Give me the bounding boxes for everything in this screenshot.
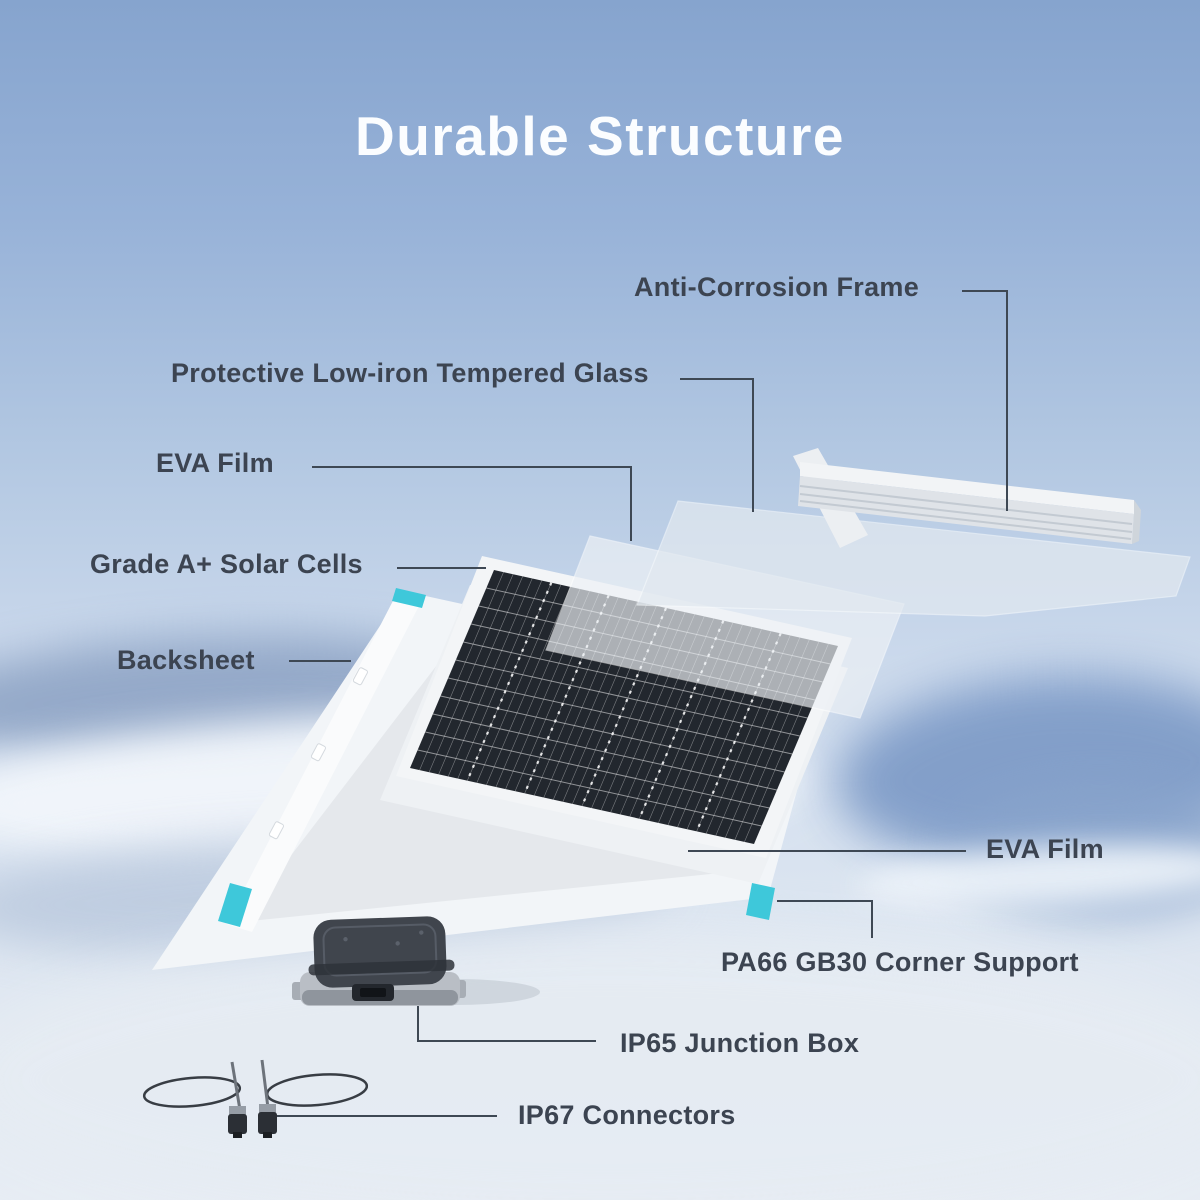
connector-cables-image <box>142 1059 369 1138</box>
label-backsheet: Backsheet <box>117 645 255 675</box>
leader-eva-film-top <box>312 466 632 541</box>
label-eva-film-bottom: EVA Film <box>986 834 1104 864</box>
junction-box-image <box>292 916 466 1006</box>
label-tempered-glass: Protective Low-iron Tempered Glass <box>171 358 649 388</box>
corner-support-accent-right <box>746 883 775 920</box>
corner-support-accent-left <box>218 883 252 927</box>
leader-lines <box>277 290 1008 1117</box>
leader-anti-corrosion-frame <box>962 290 1008 511</box>
connector-plug-right <box>258 1104 277 1138</box>
label-eva-film-top: EVA Film <box>156 448 274 478</box>
connector-plug-left <box>228 1106 247 1138</box>
leader-corner-support <box>777 900 873 938</box>
label-anti-corrosion-frame: Anti-Corrosion Frame <box>634 272 920 302</box>
corner-support-accent-top <box>392 588 426 608</box>
label-corner-support: PA66 GB30 Corner Support <box>721 947 1079 977</box>
leader-junction-box <box>417 1006 596 1042</box>
label-solar-cells: Grade A+ Solar Cells <box>90 549 363 579</box>
leader-tempered-glass <box>680 378 754 512</box>
page-title: Durable Structure <box>354 105 846 167</box>
tempered-glass-layer <box>636 500 1191 617</box>
label-connectors: IP67 Connectors <box>518 1100 736 1130</box>
frame-piece <box>793 448 1141 548</box>
label-junction-box: IP65 Junction Box <box>620 1028 860 1058</box>
